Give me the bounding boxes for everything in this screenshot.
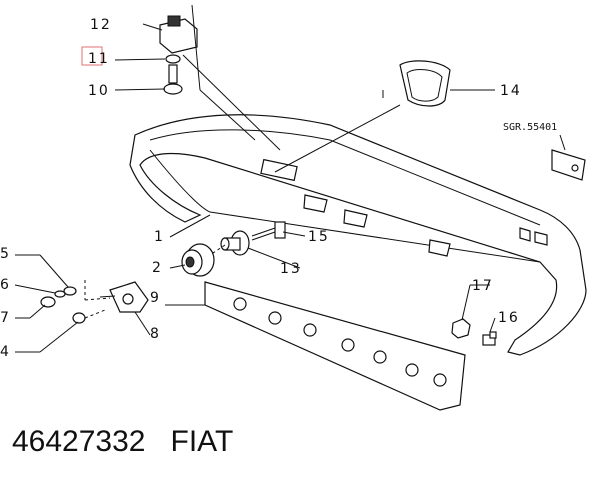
part-9-absorber	[204, 281, 466, 411]
mounting-tab	[519, 227, 531, 242]
part-4-nut	[72, 312, 86, 324]
label-1: 1	[154, 229, 165, 245]
label-14: 14	[500, 83, 522, 99]
brand-name: FIAT	[170, 425, 234, 458]
part-5-nut	[63, 286, 77, 296]
label-11: 11	[88, 51, 110, 67]
label-17: 17	[472, 278, 494, 294]
part-14-bracket	[382, 60, 451, 107]
label-12: 12	[90, 17, 112, 33]
part-17-nut	[451, 318, 471, 339]
label-8: 8	[150, 326, 161, 342]
part-13-spacer	[220, 230, 250, 256]
label-6: 6	[0, 277, 11, 293]
part-number-caption: 46427332 FIAT	[12, 425, 233, 459]
label-15: 15	[308, 229, 330, 245]
mounting-tab	[343, 209, 368, 228]
label-5: 5	[0, 246, 11, 262]
label-9: 9	[150, 290, 161, 306]
label-16: 16	[498, 310, 520, 326]
part-16-screw	[482, 331, 497, 346]
part-6-washer	[54, 290, 66, 298]
part-2-grommet	[181, 243, 215, 277]
part-15-bolt	[251, 221, 286, 241]
part-11-washer	[165, 54, 181, 64]
part-8-bracket	[99, 281, 149, 313]
highlight-box	[81, 46, 103, 66]
part-12-clip	[159, 15, 198, 54]
sgr-part	[551, 149, 586, 181]
label-4: 4	[0, 344, 11, 360]
mounting-tab	[303, 194, 328, 213]
part-10-screw	[163, 64, 183, 95]
part-7-nut	[40, 296, 56, 308]
mounting-tab	[534, 231, 548, 246]
leader-lines	[14, 4, 566, 353]
assembly-lines	[84, 244, 226, 319]
label-7: 7	[0, 310, 11, 326]
part-number: 46427332	[12, 425, 146, 458]
parts-diagram: 12 11 10 14 SGR.55401 1 15 2 13 9 8 5 6 …	[0, 4, 587, 411]
label-13: 13	[280, 261, 302, 277]
mounting-tab	[428, 239, 451, 257]
label-10: 10	[88, 83, 110, 99]
label-sgr: SGR.55401	[503, 122, 557, 133]
absorber-holes	[233, 297, 447, 387]
label-2: 2	[152, 260, 163, 276]
